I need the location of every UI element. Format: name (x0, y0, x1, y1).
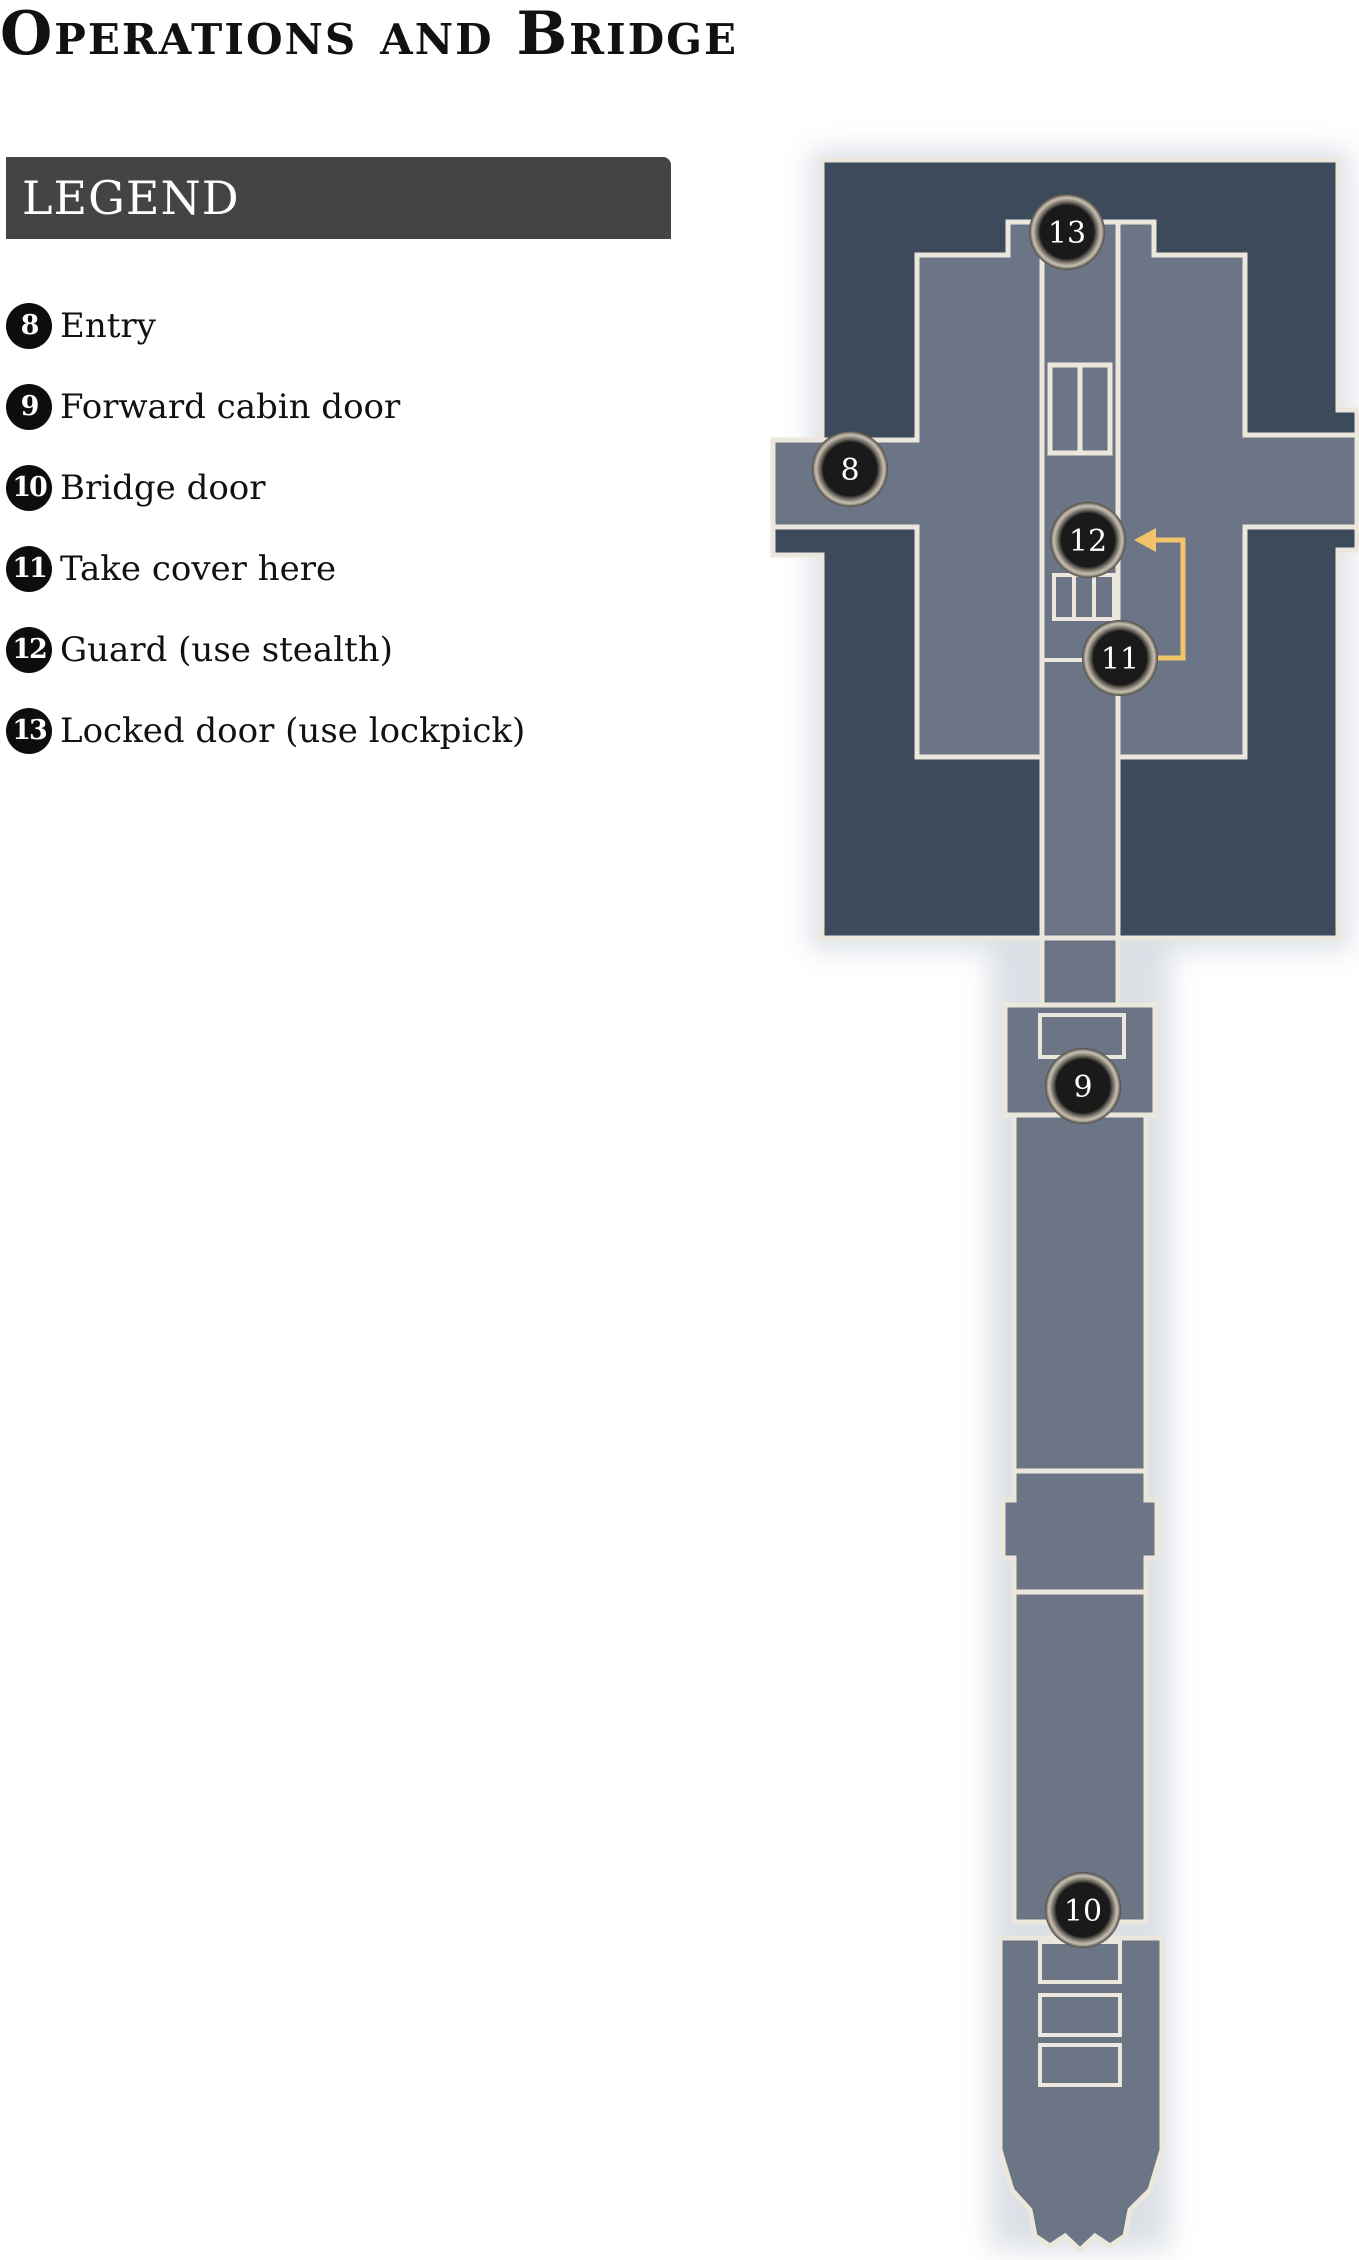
cover-path-arrow (1146, 537, 1186, 661)
legend-item: 11 Take cover here (6, 528, 525, 609)
map-marker-13: 13 (1029, 194, 1105, 270)
legend-number-badge: 13 (6, 707, 52, 754)
bridge-console (1038, 2043, 1122, 2087)
map-marker-label: 9 (1073, 1070, 1092, 1105)
legend-label: Locked door (use lockpick) (60, 710, 526, 751)
legend-list: 8 Entry 9 Forward cabin door 10 Bridge d… (6, 285, 525, 771)
bridge-room (997, 1935, 1165, 2254)
map-marker-11: 11 (1082, 620, 1158, 696)
map-marker-label: 11 (1101, 642, 1139, 677)
legend-item: 13 Locked door (use lockpick) (6, 690, 525, 771)
page-title: Operations and Bridge (0, 0, 739, 69)
legend-number-badge: 10 (6, 464, 52, 511)
legend-label: Bridge door (60, 467, 266, 508)
legend-number-badge: 12 (6, 626, 52, 673)
legend-label: Take cover here (60, 548, 337, 589)
map-marker-label: 13 (1048, 216, 1086, 251)
legend-header: LEGEND (6, 157, 671, 239)
neck-corridor (1039, 935, 1121, 1011)
bridge-console (1038, 1993, 1122, 2037)
map-marker-label: 10 (1064, 1894, 1102, 1929)
map-marker-12: 12 (1050, 502, 1126, 578)
legend-heading: LEGEND (22, 171, 240, 225)
legend-item: 12 Guard (use stealth) (6, 609, 525, 690)
legend-number-badge: 9 (6, 383, 52, 430)
legend-label: Guard (use stealth) (60, 629, 393, 670)
map-marker-10: 10 (1045, 1872, 1121, 1948)
map-marker-label: 12 (1069, 524, 1107, 559)
cover-path-arrowhead (1134, 528, 1156, 552)
map-marker-8: 8 (812, 431, 888, 507)
legend-number-badge: 8 (6, 302, 52, 349)
legend-label: Forward cabin door (60, 386, 401, 427)
long-corridor-upper (1011, 1112, 1149, 1474)
map-marker-9: 9 (1045, 1048, 1121, 1124)
legend-label: Entry (60, 305, 156, 346)
map-marker-label: 8 (840, 453, 859, 488)
mid-junction-room (1000, 1468, 1160, 1595)
legend-item: 9 Forward cabin door (6, 366, 525, 447)
legend-item: 10 Bridge door (6, 447, 525, 528)
legend-item: 8 Entry (6, 285, 525, 366)
legend-number-badge: 11 (6, 545, 52, 592)
